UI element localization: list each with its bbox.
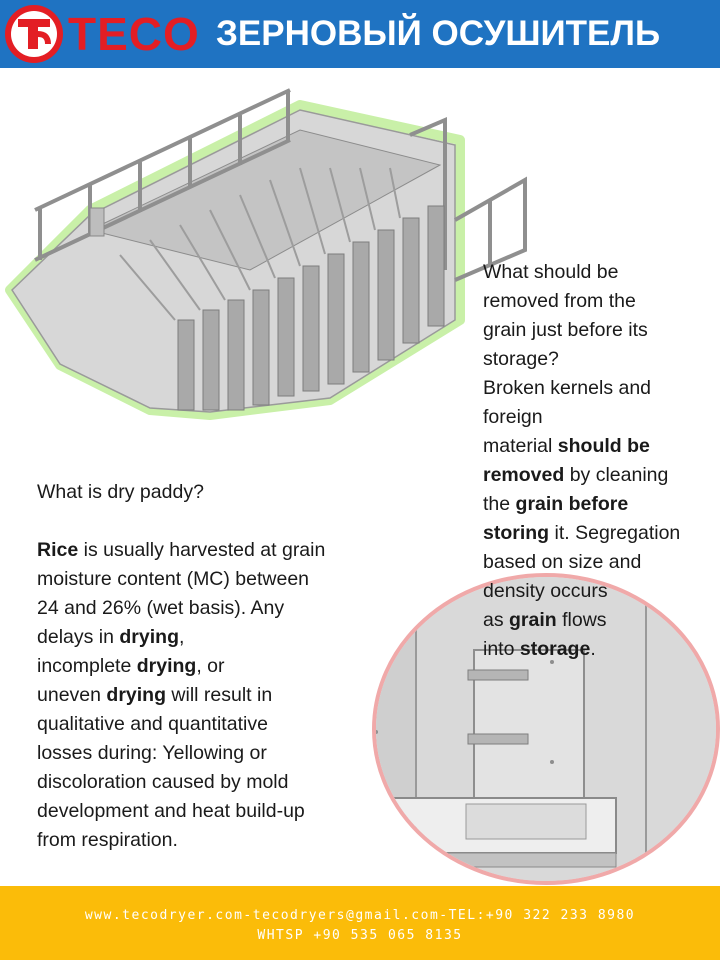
page-title: ЗЕРНОВЫЙ ОСУШИТЕЛЬ — [216, 14, 661, 53]
footer-whatsapp: WHTSP +90 535 065 8135 — [257, 928, 463, 943]
right-answer-line: Broken kernels and — [483, 377, 652, 399]
left-body-line: delays in drying, — [37, 626, 185, 648]
left-body-line: uneven drying will result in — [37, 684, 273, 706]
right-answer-line: removed by cleaning — [483, 464, 669, 486]
left-text-block: What is dry paddy? Rice is usually harve… — [37, 478, 367, 855]
left-body-line: 24 and 26% (wet basis). Any — [37, 597, 285, 619]
left-body-line: incomplete drying, or — [37, 655, 225, 677]
right-answer-line: based on size and — [483, 551, 642, 573]
right-answer-line: material should be — [483, 435, 650, 457]
grain-dryer-illustration — [5, 88, 527, 420]
header-bar: TECO ЗЕРНОВЫЙ ОСУШИТЕЛЬ — [0, 0, 720, 68]
footer-bar: www.tecodryer.com-tecodryers@gmail.com-T… — [0, 886, 720, 960]
right-answer-line: foreign — [483, 406, 543, 428]
right-answer-line: as grain flows — [483, 609, 607, 631]
right-answer-line: density occurs — [483, 580, 608, 602]
left-body-line: from respiration. — [37, 829, 178, 851]
right-answer-line: storing it. Segregation — [483, 522, 681, 544]
right-answer-line: the grain before — [483, 493, 629, 515]
door-detail-illustration — [372, 573, 720, 885]
footer-contact: www.tecodryer.com-tecodryers@gmail.com-T… — [84, 908, 636, 923]
left-body-line: moisture content (MC) between — [37, 568, 310, 590]
right-text-block: What should be removed from the grain ju… — [483, 258, 715, 664]
left-body-line: losses during: Yellowing or — [37, 742, 267, 764]
right-question-line: grain just before its — [483, 319, 648, 341]
right-question-line: What should be — [483, 261, 619, 283]
left-question: What is dry paddy? — [37, 481, 204, 503]
right-answer-line: into storage. — [483, 638, 596, 660]
left-body-line: development and heat build-up — [37, 800, 305, 822]
left-body-line: discoloration caused by mold — [37, 771, 289, 793]
teco-logo-icon — [5, 5, 63, 63]
right-question-line: removed from the — [483, 290, 636, 312]
brand-name: TECO — [68, 8, 200, 60]
left-body-line: Rice is usually harvested at grain — [37, 539, 326, 561]
right-question-line: storage? — [483, 348, 559, 370]
left-body-line: qualitative and quantitative — [37, 713, 268, 735]
